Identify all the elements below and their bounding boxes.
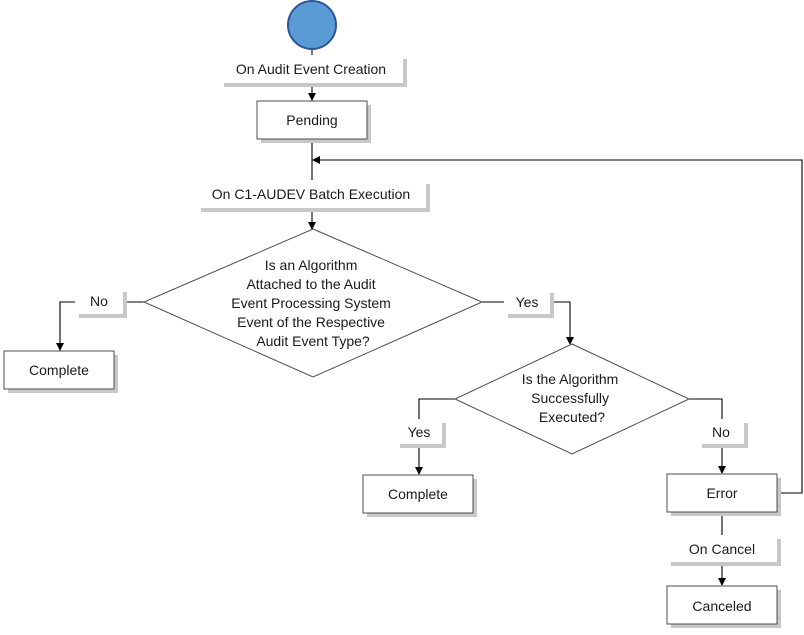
on-cancel-text: On Cancel bbox=[689, 541, 755, 557]
yes-label-decision2: Yes bbox=[396, 419, 446, 448]
no2-text: No bbox=[712, 424, 730, 440]
decision1-text: Is an Algorithm Attached to the Audit Ev… bbox=[231, 257, 394, 349]
decision1-line: Event Processing System bbox=[231, 295, 391, 311]
on-creation-text: On Audit Event Creation bbox=[236, 61, 386, 77]
complete-left-text: Complete bbox=[29, 362, 89, 378]
decision1-line: Is an Algorithm bbox=[265, 257, 358, 273]
decision2-line: Executed? bbox=[539, 409, 605, 425]
decision-algorithm-executed: Is the Algorithm Successfully Executed? bbox=[453, 343, 691, 455]
canceled-text: Canceled bbox=[692, 598, 751, 614]
yes1-text: Yes bbox=[516, 294, 539, 310]
no-label-left: No bbox=[75, 288, 127, 318]
yes2-text: Yes bbox=[408, 424, 431, 440]
decision1-line: Event of the Respective bbox=[237, 314, 385, 330]
on-cancel-label: On Cancel bbox=[667, 535, 781, 566]
error-text: Error bbox=[706, 485, 737, 501]
decision2-line: Successfully bbox=[531, 390, 609, 406]
yes-label-right: Yes bbox=[504, 289, 554, 318]
decision2-line: Is the Algorithm bbox=[522, 371, 619, 387]
decision-algorithm-attached: Is an Algorithm Attached to the Audit Ev… bbox=[142, 228, 484, 378]
complete-mid-text: Complete bbox=[388, 486, 448, 502]
decision2-text: Is the Algorithm Successfully Executed? bbox=[522, 371, 622, 425]
no-label-decision2: No bbox=[698, 419, 748, 448]
on-batch-execution-label: On C1-AUDEV Batch Execution bbox=[197, 180, 430, 212]
decision1-line: Attached to the Audit bbox=[246, 276, 375, 292]
start-node bbox=[287, 0, 337, 50]
pending-text: Pending bbox=[286, 112, 337, 128]
pending-state: Pending bbox=[256, 100, 371, 143]
error-state: Error bbox=[666, 473, 781, 516]
complete-state-middle: Complete bbox=[362, 474, 477, 517]
complete-state-left: Complete bbox=[3, 350, 118, 393]
on-audit-event-creation-label: On Audit Event Creation bbox=[220, 55, 407, 87]
canceled-state: Canceled bbox=[666, 585, 781, 628]
decision1-line: Audit Event Type? bbox=[256, 333, 370, 349]
on-batch-text: On C1-AUDEV Batch Execution bbox=[212, 186, 410, 202]
no1-text: No bbox=[90, 293, 108, 309]
